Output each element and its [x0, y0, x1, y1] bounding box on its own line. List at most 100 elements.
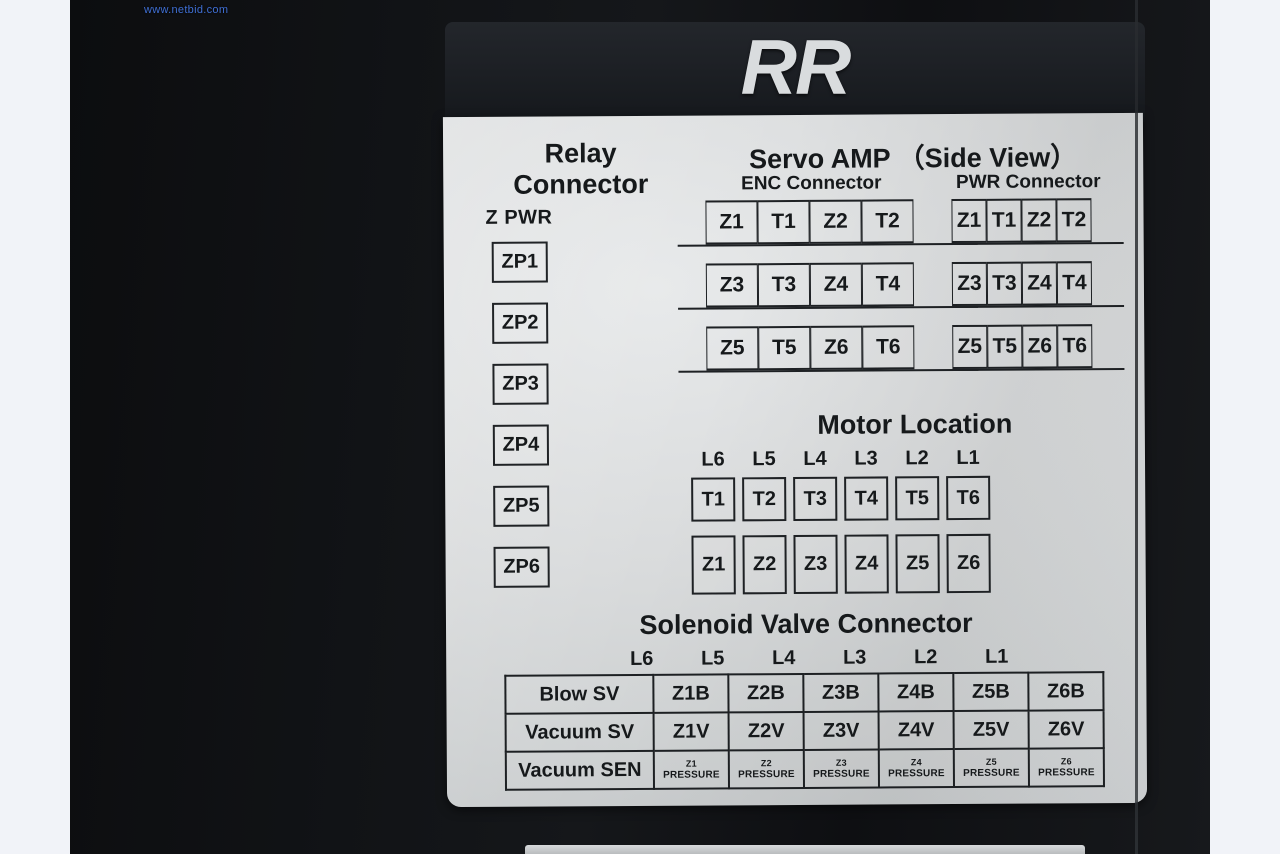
- motor-z-box: Z4: [844, 534, 889, 594]
- relay-title-line1: Relay: [544, 138, 617, 169]
- pwr-cell: T2: [1056, 198, 1092, 243]
- machine-body: www.netbid.com RR Relay Connector Z PWR …: [70, 0, 1210, 854]
- motor-z-box: Z5: [895, 534, 940, 594]
- enc-cell: Z3: [705, 263, 759, 308]
- relay-zp-box-list: ZP1 ZP2 ZP3 ZP4 ZP5 ZP6: [491, 241, 550, 608]
- pwr-connector-row: Z5 T5 Z6 T6: [952, 324, 1125, 372]
- solenoid-col-header: L1: [984, 645, 1009, 668]
- solenoid-cell: Z2B: [728, 673, 804, 713]
- table-row: Blow SV Z1B Z2B Z3B Z4B Z5B Z6B: [505, 672, 1104, 714]
- sensor-type-label: PRESSURE: [1038, 767, 1095, 779]
- solenoid-row-label: Vacuum SEN: [505, 750, 655, 790]
- solenoid-sensor-cell: Z5 PRESSURE: [953, 748, 1029, 788]
- sensor-zone-label: Z5: [985, 756, 997, 767]
- relay-zp-box: ZP1: [491, 241, 548, 283]
- solenoid-cell: Z3V: [803, 711, 879, 750]
- motor-location-column: L1 T6 Z6: [945, 446, 992, 594]
- header-plate: RR: [445, 22, 1145, 122]
- solenoid-cell: Z5B: [953, 672, 1029, 712]
- sensor-type-label: PRESSURE: [738, 769, 795, 781]
- rr-logo: RR: [740, 23, 852, 111]
- solenoid-cell: Z2V: [728, 711, 804, 751]
- motor-col-header: L3: [854, 447, 878, 470]
- relay-zp-box: ZP3: [492, 363, 549, 405]
- solenoid-sensor-cell: Z1 PRESSURE: [653, 750, 730, 789]
- relay-zp-box: ZP2: [492, 302, 549, 344]
- right-page-margin: [1210, 0, 1280, 854]
- enc-connector-title: ENC Connector: [741, 172, 882, 195]
- enc-cell: Z5: [706, 326, 759, 371]
- motor-t-box: T6: [946, 475, 991, 521]
- table-row: Vacuum SEN Z1 PRESSURE Z2 PRESSURE Z3 PR…: [505, 748, 1104, 790]
- motor-z-box: Z2: [742, 535, 787, 595]
- z-pwr-label: Z PWR: [485, 206, 553, 229]
- enc-cell: Z4: [809, 262, 863, 307]
- solenoid-sensor-cell: Z4 PRESSURE: [878, 749, 955, 788]
- enc-cell: Z6: [810, 325, 863, 370]
- solenoid-valve-table: Blow SV Z1B Z2B Z3B Z4B Z5B Z6B Vacuum S…: [504, 671, 1105, 791]
- solenoid-col-header: L5: [700, 647, 725, 670]
- motor-location-title: Motor Location: [817, 408, 1013, 440]
- solenoid-cell: Z3B: [803, 673, 879, 712]
- sensor-type-label: PRESSURE: [963, 767, 1020, 779]
- table-row: Vacuum SV Z1V Z2V Z3V Z4V Z5V Z6V: [505, 710, 1104, 752]
- motor-t-box: T2: [742, 477, 787, 522]
- solenoid-valve-connector-title: Solenoid Valve Connector: [639, 607, 973, 640]
- enc-cell: T5: [758, 325, 811, 371]
- pwr-cell: Z4: [1021, 261, 1058, 306]
- sensor-type-label: PRESSURE: [888, 768, 945, 780]
- watermark-text: www.netbid.com: [144, 4, 229, 16]
- motor-col-header: L4: [803, 447, 827, 470]
- solenoid-row-label: Blow SV: [505, 674, 654, 714]
- sensor-zone-label: Z1: [685, 758, 697, 769]
- solenoid-cell: Z4V: [878, 711, 954, 750]
- pwr-connector-title: PWR Connector: [955, 171, 1101, 194]
- motor-location-column: L3 T4 Z4: [843, 447, 890, 594]
- solenoid-sensor-cell: Z6 PRESSURE: [1028, 748, 1104, 787]
- motor-t-box: T4: [844, 476, 889, 521]
- solenoid-column-headers: L6 L5 L4 L3 L2 L1: [606, 646, 1032, 672]
- sensor-zone-label: Z4: [910, 757, 922, 768]
- pwr-cell: Z1: [951, 198, 987, 244]
- solenoid-col-header: L4: [771, 647, 796, 670]
- solenoid-row-label: Vacuum SV: [505, 712, 654, 752]
- sensor-type-label: PRESSURE: [813, 768, 870, 780]
- lower-panel-edge: [525, 845, 1085, 854]
- solenoid-col-header: L3: [842, 646, 867, 669]
- sensor-zone-label: Z6: [1060, 756, 1072, 767]
- motor-z-box: Z1: [691, 535, 736, 595]
- pwr-connector-row: Z3 T3 Z4 T4: [951, 261, 1125, 309]
- sensor-zone-label: Z2: [760, 758, 772, 769]
- enc-cell: Z2: [809, 199, 862, 244]
- motor-t-box: T3: [793, 476, 838, 522]
- sensor-type-label: PRESSURE: [663, 769, 720, 781]
- pwr-cell: T5: [987, 324, 1023, 369]
- motor-col-header: L1: [956, 446, 980, 470]
- motor-col-header: L6: [701, 448, 725, 471]
- pwr-cell: T3: [986, 261, 1023, 306]
- enc-cell: T4: [861, 262, 915, 307]
- enc-cell: T2: [861, 199, 914, 244]
- pwr-cell: Z6: [1022, 324, 1058, 369]
- motor-location-column: L5 T2 Z2: [741, 448, 788, 595]
- solenoid-col-header: L6: [629, 647, 654, 671]
- servo-amp-title: Servo AMP （Side View）: [749, 142, 1078, 175]
- pwr-cell: T4: [1056, 261, 1093, 306]
- solenoid-cell: Z6V: [1028, 710, 1104, 749]
- enc-cell: T3: [757, 262, 811, 308]
- solenoid-cell: Z6B: [1028, 672, 1104, 711]
- solenoid-sensor-cell: Z3 PRESSURE: [803, 749, 880, 788]
- relay-connector-title: Relay Connector: [478, 138, 683, 201]
- motor-location-column: L2 T5 Z5: [894, 447, 941, 594]
- relay-zp-box: ZP6: [493, 546, 550, 588]
- relay-zp-box: ZP5: [493, 485, 550, 527]
- motor-z-box: Z3: [793, 534, 838, 595]
- relay-title-line2: Connector: [513, 168, 649, 200]
- motor-z-box: Z6: [946, 533, 991, 594]
- relay-zp-box: ZP4: [492, 424, 550, 466]
- pwr-cell: T6: [1057, 324, 1093, 369]
- solenoid-col-header: L2: [913, 646, 938, 669]
- solenoid-cell: Z5V: [953, 710, 1029, 750]
- pwr-cell: Z3: [951, 261, 988, 307]
- pwr-cell: Z5: [952, 324, 988, 370]
